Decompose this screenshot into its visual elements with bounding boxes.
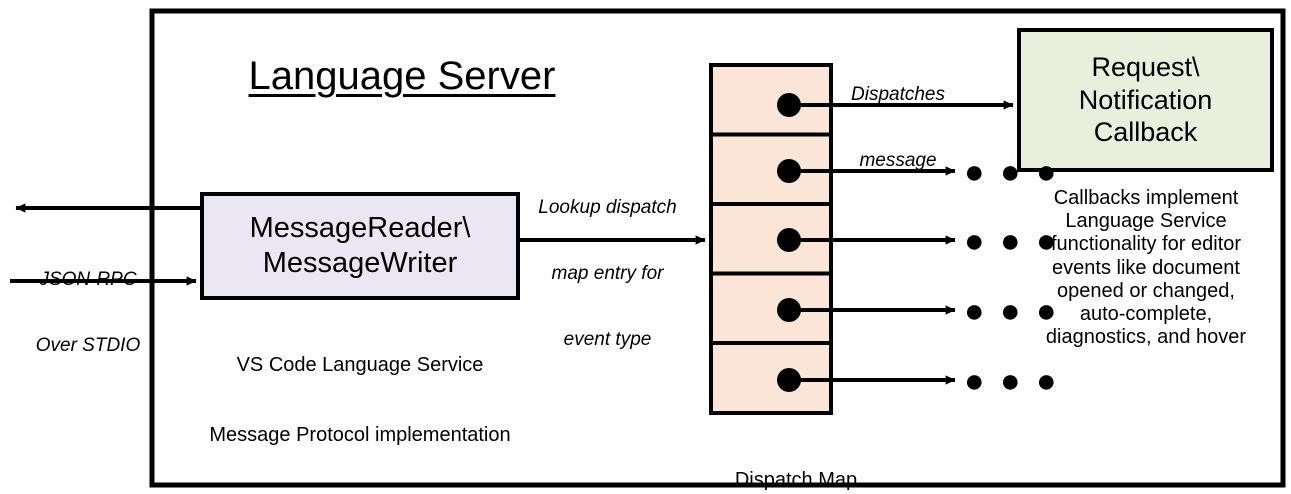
dispatch-map-caption-line-1: Dispatch Map [734,469,858,492]
ellipsis-row-2: ● ● ● [964,153,1060,191]
request-notification-callback-line-2: Notification [1078,84,1213,115]
message-reader-writer-caption-line-2: Message Protocol implementation [209,423,511,446]
request-notification-callback-box[interactable] [1017,28,1274,172]
dispatches-message-edge-label-line-2: message [859,150,937,172]
page-title: Language Server [248,54,556,98]
jsonrpc-edge-label: JSON-RPC Over STDIO [18,225,158,401]
jsonrpc-edge-label-line-2: Over STDIO [35,335,141,357]
message-reader-writer-line-1: MessageReader\ [249,211,471,244]
request-notification-callback-line-1: Request\ [1091,52,1200,83]
message-reader-writer-caption: VS Code Language Service Message Protoco… [192,308,528,494]
lookup-dispatch-edge-label: Lookup dispatch map entry for event type [515,153,700,395]
ellipsis-row-4: ● ● ● [964,292,1060,330]
request-notification-callback-line-3: Callback [1093,117,1198,148]
message-reader-writer-box[interactable] [200,192,520,300]
lookup-dispatch-edge-label-line-2: map entry for [551,263,664,285]
callbacks-description: Callbacks implement Language Service fun… [1045,187,1247,349]
lookup-dispatch-edge-label-line-3: event type [563,329,652,351]
dispatch-map-row-1[interactable] [709,63,833,137]
ellipsis-row-5: ● ● ● [964,362,1060,400]
language-server-boundary [149,8,1286,488]
lookup-dispatch-edge-label-line-1: Lookup dispatch [538,197,677,219]
message-reader-writer-label: MessageReader\ MessageWriter [202,194,518,298]
dispatches-message-edge-label-line-1: Dispatches [851,84,945,106]
message-reader-writer-line-2: MessageWriter [262,247,458,279]
jsonrpc-edge-label-line-1: JSON-RPC [39,269,137,291]
ellipsis-row-3: ● ● ● [964,222,1060,260]
message-reader-writer-caption-line-1: VS Code Language Service [236,354,484,377]
dispatches-message-edge-label: Dispatches message [832,40,964,216]
request-notification-callback-label: Request\ Notification Callback [1019,30,1272,170]
dispatch-map-caption: Dispatch Map (event_type, callback) [651,423,941,494]
